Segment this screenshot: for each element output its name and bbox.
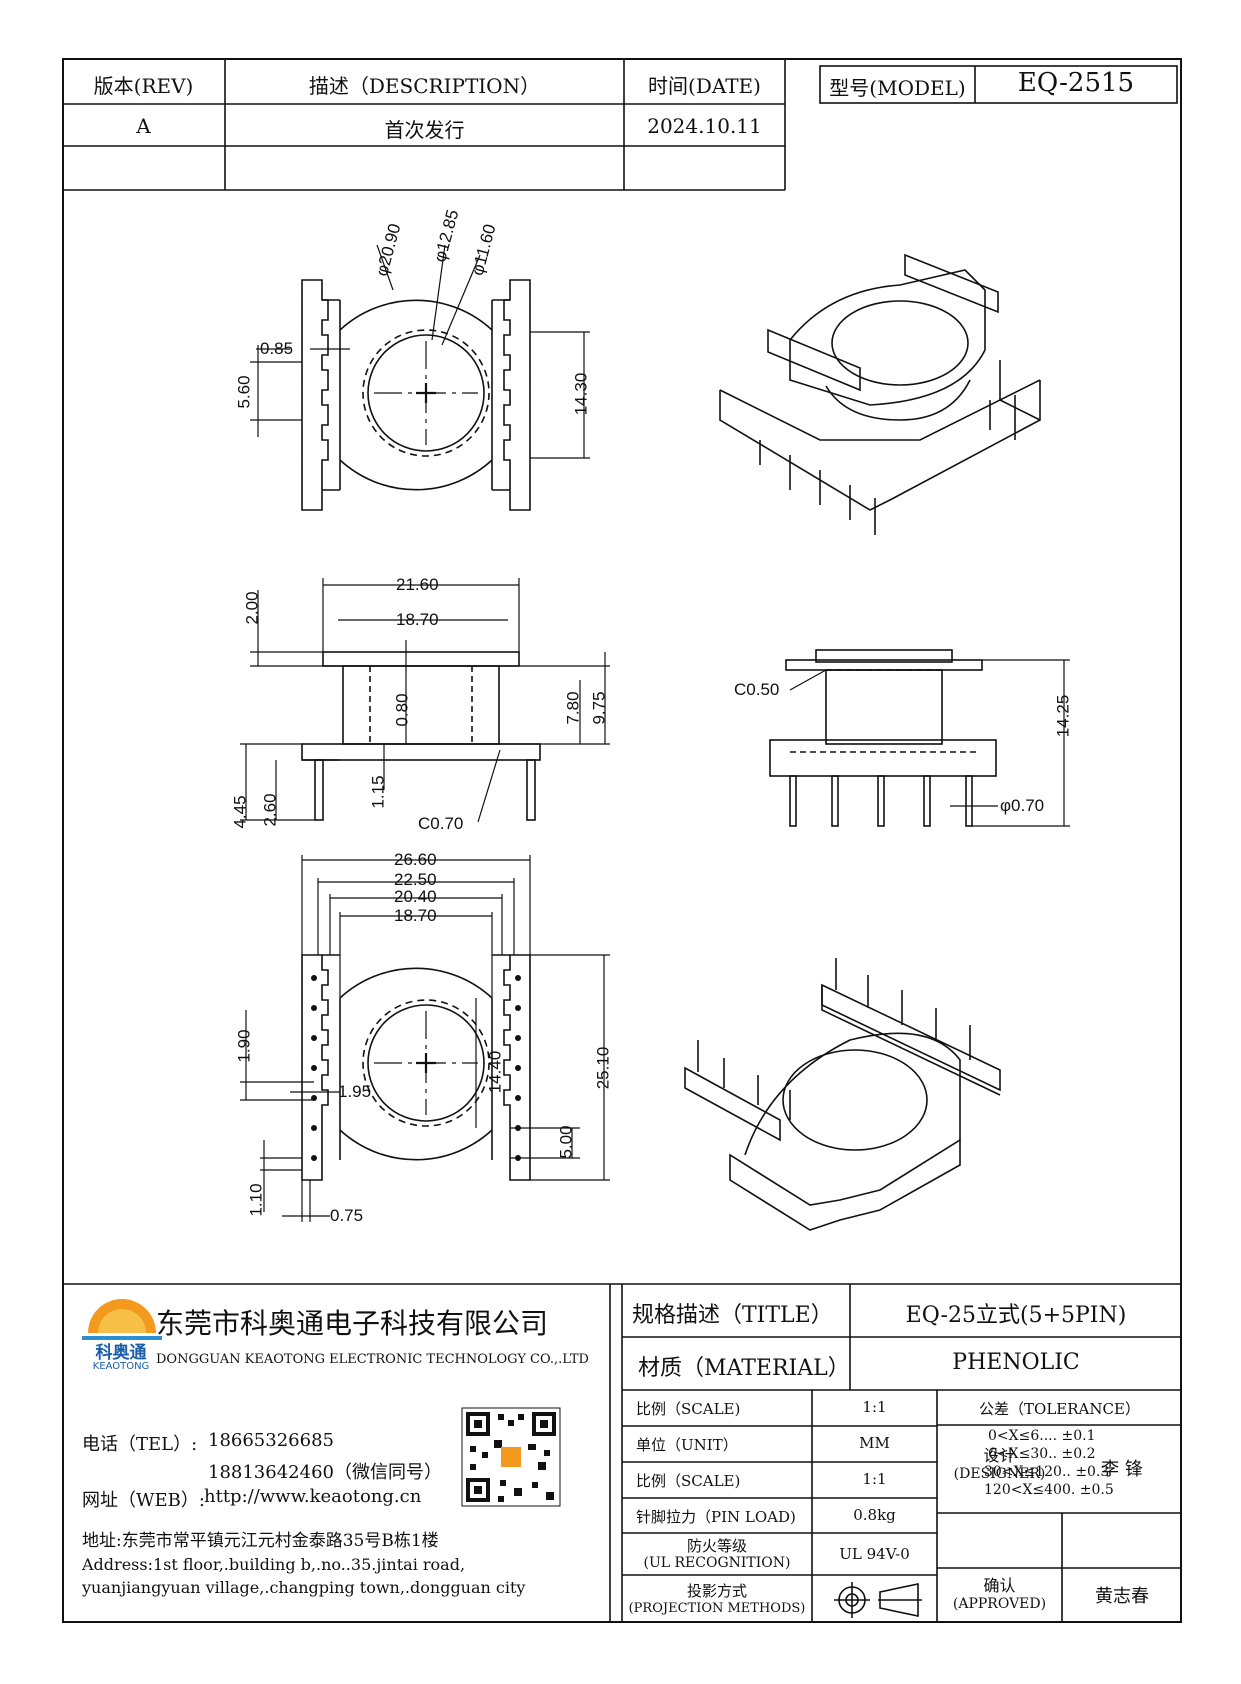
- dim-core-height: 7.80: [563, 691, 583, 725]
- designer-name: 李 锋: [1101, 1459, 1143, 1480]
- dim-core-gap: 0.80: [392, 693, 412, 727]
- scale2-value: 1:1: [862, 1470, 887, 1488]
- dim-side-chamfer: C0.50: [734, 680, 780, 699]
- dim-bottom-pin-size: 0.75: [330, 1206, 364, 1225]
- approver-name: 黄志春: [1095, 1586, 1149, 1607]
- side-view: [769, 649, 1070, 827]
- isometric-top: [719, 253, 1041, 535]
- isometric-bottom: [684, 958, 1001, 1231]
- rev-value: A: [136, 114, 151, 138]
- material-value: PHENOLIC: [952, 1350, 1080, 1375]
- scale2-label: 比例（SCALE): [636, 1472, 741, 1490]
- scale-value: 1:1: [862, 1398, 887, 1416]
- pinload-label: 针脚拉力（PIN LOAD): [636, 1508, 796, 1526]
- model-value: EQ-2515: [1017, 68, 1135, 98]
- model-label: 型号(MODEL): [829, 76, 966, 100]
- top-view: [250, 244, 590, 511]
- tolerance-line-4: 120<X≤400. ±0.5: [984, 1482, 1114, 1498]
- fire-label-en: (UL RECOGNITION): [643, 1555, 791, 1571]
- date-value: 2024.10.11: [647, 114, 762, 138]
- logo-subtext: KEAOTONG: [92, 1361, 150, 1372]
- dim-bottom-base-width: 20.40: [394, 887, 437, 906]
- address-cn: 地址:东莞市常平镇元江元村金泰路35号B栋1楼: [82, 1531, 439, 1551]
- bottom-view: [240, 855, 610, 1222]
- dim-flange-thickness: 2.00: [242, 591, 262, 625]
- tel-label: 电话（TEL）:: [82, 1434, 198, 1455]
- dim-base-thickness: 1.15: [368, 775, 388, 809]
- fire-label-cn: 防火等级: [686, 1537, 747, 1555]
- rev-header: 版本(REV): [93, 74, 194, 98]
- dim-side-height: 14.25: [1053, 694, 1073, 738]
- scale-label: 比例（SCALE): [636, 1400, 741, 1418]
- designer-label-cn: 设计: [983, 1446, 1016, 1465]
- dim-total-height: 9.75: [589, 691, 609, 725]
- dim-pin-length: 4.45: [230, 795, 250, 829]
- approved-label-cn: 确认: [983, 1576, 1016, 1595]
- company-name-en: DONGGUAN KEAOTONG ELECTRONIC TECHNOLOGY …: [156, 1352, 589, 1367]
- fire-value: UL 94V-0: [839, 1545, 910, 1563]
- address-en-line-2: yuanjiangyuan village,.changping town,.d…: [82, 1578, 526, 1597]
- web-url[interactable]: http://www.keaotong.cn: [204, 1486, 422, 1507]
- material-label: 材质（MATERIAL）: [638, 1356, 850, 1381]
- logo-text: 科奥通: [95, 1343, 147, 1363]
- tolerance-line-2: 6<X≤30.. ±0.2: [988, 1446, 1096, 1462]
- description-header: 描述（DESCRIPTION）: [308, 74, 541, 98]
- unit-value: MM: [859, 1434, 890, 1452]
- logo-sun-graphic: [82, 1299, 162, 1340]
- address-en-line-1: Address:1st floor,.building b,.no..35.ji…: [82, 1555, 466, 1574]
- date-header: 时间(DATE): [648, 74, 761, 98]
- company-name-cn: 东莞市科奥通电子科技有限公司: [156, 1307, 549, 1340]
- dim-front-outer-width: 21.60: [396, 575, 439, 594]
- projection-symbol: [834, 1582, 922, 1618]
- front-view: [240, 578, 610, 823]
- dim-slot-width: 0.85: [260, 339, 294, 358]
- approved-label-en: (APPROVED): [952, 1596, 1047, 1612]
- dim-bottom-pin-span: 5.00: [556, 1125, 576, 1159]
- dim-pitch: 5.60: [234, 375, 254, 409]
- tolerance-line-3: 30<X≤120.. ±0.3: [984, 1464, 1110, 1480]
- title-label: 规格描述（TITLE）: [632, 1303, 833, 1328]
- tel-number-2: 18813642460（微信同号）: [208, 1462, 442, 1483]
- dim-bottom-length: 25.10: [593, 1046, 613, 1090]
- projection-label-en: (PROJECTION METHODS): [628, 1601, 806, 1616]
- dim-bottom-row-width: 22.50: [394, 870, 437, 889]
- dim-height: 14.30: [571, 372, 591, 416]
- revision-table-grid: [62, 58, 1178, 191]
- title-block-grid: [62, 1283, 1182, 1623]
- dim-bottom-inner-width: 18.70: [394, 906, 437, 925]
- tolerance-line-1: 0<X≤6.... ±0.1: [988, 1428, 1096, 1444]
- dim-bottom-offset: 1.95: [338, 1082, 372, 1101]
- unit-label: 单位（UNIT）: [636, 1436, 738, 1454]
- dim-pin-base: 2.60: [260, 793, 280, 827]
- dim-bottom-pin-offset: 1.10: [246, 1183, 266, 1217]
- qr-code: [461, 1407, 561, 1507]
- designer-label-en: (DESIGNER): [953, 1466, 1046, 1482]
- description-value: 首次发行: [384, 118, 465, 142]
- tolerance-label: 公差（TOLERANCE）: [979, 1400, 1140, 1418]
- pinload-value: 0.8kg: [853, 1506, 896, 1524]
- dim-bottom-total-width: 26.60: [394, 850, 437, 869]
- projection-label-cn: 投影方式: [686, 1582, 747, 1600]
- title-value: EQ-25立式(5+5PIN): [905, 1303, 1127, 1328]
- dim-bottom-core-height: 14.40: [485, 1050, 505, 1094]
- tel-number-1: 18665326685: [208, 1430, 334, 1451]
- dim-front-inner-width: 18.70: [396, 610, 439, 629]
- web-label: 网址（WEB）:: [82, 1490, 205, 1511]
- dim-bottom-pitch: 1.90: [234, 1029, 254, 1063]
- dim-front-chamfer: C0.70: [418, 814, 464, 833]
- dim-pin-diameter: φ0.70: [1000, 796, 1045, 815]
